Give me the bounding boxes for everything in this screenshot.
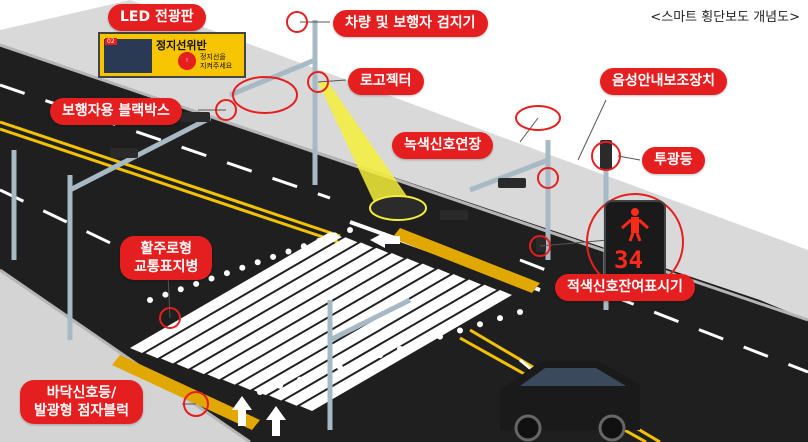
- crosswalk-stripe: [176, 247, 389, 369]
- runway-marker-dot: [254, 259, 261, 266]
- label-floor-signal: 바닥신호등/ 발광형 점자블럭: [20, 380, 144, 424]
- countdown-number: 34: [614, 246, 643, 274]
- runway-marker-dot: [239, 264, 246, 271]
- crosswalk-stripe: [284, 284, 497, 406]
- label-vehicle-pedestrian-detector: 차량 및 보행자 검지기: [333, 10, 488, 37]
- runway-marker-dot: [162, 291, 169, 298]
- runway-marker-dot: [270, 253, 277, 260]
- runway-marker-dot: [297, 376, 303, 383]
- runway-marker-dot: [147, 297, 153, 303]
- label-logo-projector: 로고젝터: [348, 68, 424, 95]
- crosswalk-stripe: [269, 279, 482, 401]
- projected-logo: [369, 195, 427, 221]
- runway-marker-dot: [337, 364, 343, 371]
- car: [500, 362, 640, 442]
- runway-marker-dot: [417, 339, 423, 346]
- tactile-strip-top: [392, 228, 540, 293]
- runway-marker-dot: [517, 309, 523, 315]
- label-voice-guidance: 음성안내보조장치: [600, 68, 728, 95]
- projector-beam: [318, 82, 420, 215]
- runway-marker-dot: [497, 315, 503, 322]
- runway-marker-dot: [437, 333, 443, 340]
- label-led-board: LED 전광판: [108, 4, 206, 31]
- camera-tag: 02: [105, 38, 117, 45]
- runway-marker-dot: [457, 327, 463, 334]
- led-message: 정지선위반: [156, 39, 207, 52]
- runway-marker-dot: [257, 389, 263, 395]
- crosswalk-stripe: [191, 253, 404, 375]
- traffic-signal-heads: [110, 112, 612, 252]
- crosswalk-stripe: [300, 290, 512, 411]
- runway-marker-dot: [208, 275, 215, 282]
- crosswalk-stripe: [253, 274, 466, 396]
- runway-marker-dot: [277, 382, 283, 389]
- runway-marker-dot: [357, 358, 363, 365]
- warning-badge-icon: !: [178, 52, 196, 70]
- runway-marker-dot: [316, 237, 323, 244]
- crosswalk-stripe: [160, 242, 373, 364]
- crosswalk-stripes: [130, 232, 512, 411]
- label-red-countdown: 적색신호잔여표시기: [555, 274, 695, 301]
- crosswalk-stripe: [207, 258, 420, 380]
- road-arrows: [232, 232, 400, 436]
- runway-marker-dot: [377, 352, 383, 359]
- crosswalk-stripe: [238, 268, 451, 390]
- highlight-circles: [159, 11, 684, 417]
- curb-bottom: [0, 268, 251, 442]
- runway-marker-dot: [285, 248, 292, 255]
- crosswalk-stripe: [130, 232, 342, 353]
- label-pedestrian-blackbox: 보행자용 블랙박스: [50, 98, 182, 125]
- runway-marker-dot: [477, 321, 483, 328]
- label-floodlight: 투광등: [642, 147, 705, 174]
- diagram-caption: <스마트 횡단보도 개념도>: [650, 10, 800, 25]
- runway-marker-dot: [397, 345, 403, 352]
- runway-marker-dot: [177, 286, 184, 293]
- runway-marker-dot: [300, 243, 307, 250]
- led-board-display: 02 정지선위반 ! 정지선을 지켜주세요: [98, 32, 246, 78]
- label-runway-marker: 활주로형 교통표지병: [120, 236, 213, 280]
- crosswalk-stripe: [145, 237, 358, 359]
- pedestrian-stop-icon: [621, 208, 649, 242]
- led-sub-message: 정지선을 지켜주세요: [200, 53, 233, 70]
- label-green-extension: 녹색신호연장: [392, 132, 494, 159]
- runway-marker-dots: [147, 227, 523, 395]
- runway-marker-dot: [317, 370, 323, 377]
- runway-marker-dot: [223, 270, 230, 277]
- runway-marker-dot: [331, 232, 338, 239]
- callout-lines: [167, 21, 641, 405]
- runway-marker-dot: [347, 227, 353, 233]
- runway-marker-dot: [193, 280, 200, 287]
- tactile-strip-bottom: [112, 355, 260, 430]
